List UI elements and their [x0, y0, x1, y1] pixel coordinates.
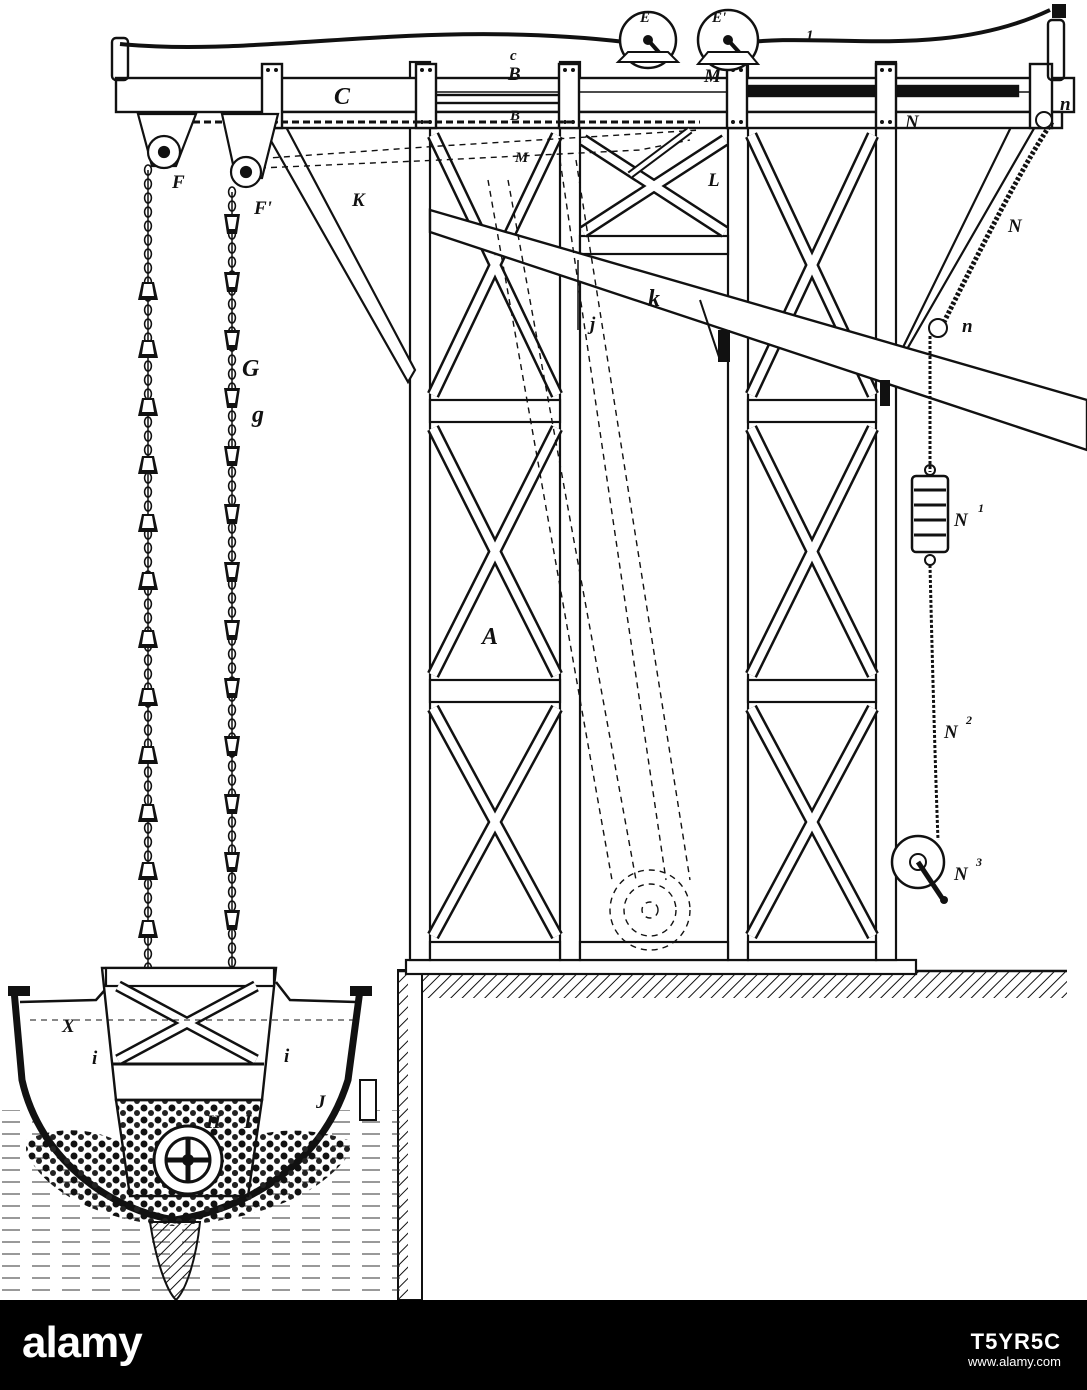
- label-K: K: [351, 190, 366, 211]
- label-n-top: n: [1060, 94, 1071, 115]
- label-L: L: [707, 170, 720, 191]
- watermark-footer: [0, 1300, 1087, 1390]
- chute: [428, 208, 1087, 452]
- image-info: T5YR5C www.alamy.com: [968, 1329, 1061, 1372]
- label-X: X: [61, 1016, 76, 1037]
- label-H: H: [205, 1112, 222, 1133]
- reference-letters: C c B B M M N N n n E E' 1 F F' K L k j …: [61, 10, 1071, 1133]
- label-N1-sup: 1: [978, 501, 984, 515]
- cross-bracing-inner: [429, 133, 877, 938]
- label-N3-sup: 3: [975, 855, 982, 869]
- label-F-prime: F': [253, 198, 272, 219]
- label-M: M: [703, 66, 722, 87]
- label-I: I: [243, 1112, 252, 1133]
- label-B-lower: B: [509, 108, 520, 124]
- label-C: C: [334, 84, 351, 110]
- label-N3: N: [953, 864, 969, 885]
- top-girder: [110, 18, 1076, 130]
- ground-and-wall: [397, 969, 1067, 1300]
- label-J: J: [315, 1092, 326, 1113]
- label-B: B: [507, 64, 521, 85]
- label-G: G: [242, 356, 260, 382]
- label-n-mid: n: [962, 316, 973, 337]
- image-id: T5YR5C: [970, 1329, 1061, 1354]
- label-N2: N: [943, 722, 959, 743]
- label-g: g: [251, 402, 264, 428]
- label-N: N: [904, 112, 920, 133]
- label-N2-sup: 2: [965, 713, 972, 727]
- label-i-right: i: [284, 1046, 290, 1067]
- tension-rope-assembly: [890, 111, 1055, 904]
- label-E: E: [639, 10, 650, 26]
- brand-logo: alamy: [22, 1318, 143, 1367]
- label-c: c: [510, 48, 517, 64]
- barge: [0, 981, 400, 1300]
- label-A: A: [480, 624, 498, 650]
- sprocket-housings: [136, 112, 280, 189]
- label-F: F: [171, 172, 185, 193]
- label-j: j: [587, 314, 596, 335]
- label-N1: N: [953, 510, 969, 531]
- label-i-left: i: [92, 1048, 98, 1069]
- conveyor-bucket-elevator-engraving: C c B B M M N N n n E E' 1 F F' K L k j …: [0, 4, 1087, 1300]
- label-1: 1: [806, 28, 814, 44]
- site-url: www.alamy.com: [968, 1354, 1061, 1369]
- top-rope-and-pulleys: [119, 4, 1066, 72]
- tower-frame: [404, 60, 918, 976]
- label-k: k: [648, 286, 660, 312]
- label-N-right: N: [1007, 216, 1023, 237]
- label-M-lower: M: [514, 150, 529, 166]
- label-E-prime: E': [711, 10, 726, 26]
- elevator-boot: [30, 966, 360, 1198]
